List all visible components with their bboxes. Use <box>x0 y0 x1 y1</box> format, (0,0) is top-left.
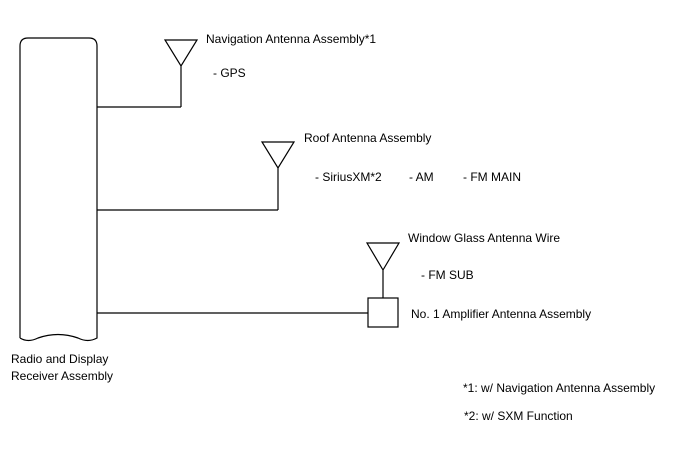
receiver-label-line1: Radio and Display <box>11 352 109 366</box>
roof-signal-siriusxm: - SiriusXM*2 <box>315 170 382 184</box>
receiver-body <box>19 37 98 342</box>
window-glass-antenna-icon <box>365 242 401 298</box>
amplifier-box <box>367 297 399 328</box>
footnote-2: *2: w/ SXM Function <box>464 409 573 423</box>
roof-antenna-icon <box>260 141 296 210</box>
navigation-signal-gps: - GPS <box>213 66 246 80</box>
roof-antenna-title: Roof Antenna Assembly <box>304 131 432 145</box>
footnote-1: *1: w/ Navigation Antenna Assembly <box>463 381 656 395</box>
window-glass-signal-fm-sub: - FM SUB <box>421 268 474 282</box>
amplifier-title: No. 1 Amplifier Antenna Assembly <box>411 307 592 321</box>
window-glass-antenna-title: Window Glass Antenna Wire <box>408 231 561 245</box>
navigation-antenna-title: Navigation Antenna Assembly*1 <box>206 32 377 46</box>
receiver-label-line2: Receiver Assembly <box>11 369 114 383</box>
navigation-antenna-icon <box>163 39 199 107</box>
roof-signal-fm-main: - FM MAIN <box>463 170 521 184</box>
roof-signal-am: - AM <box>409 170 434 184</box>
